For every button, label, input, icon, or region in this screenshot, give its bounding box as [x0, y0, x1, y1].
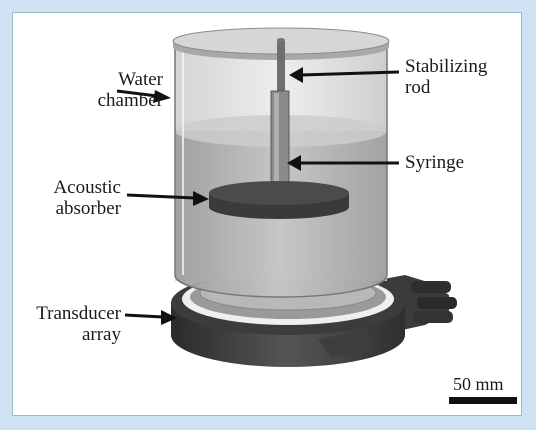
stabilizing-rod [277, 41, 285, 93]
label-transducer-array: Transducer array [36, 303, 121, 345]
label-syringe: Syringe [405, 152, 465, 173]
label-arrows [116, 67, 400, 325]
syringe [270, 90, 290, 194]
label-acoustic-absorber: Acoustic absorber [53, 177, 121, 219]
label-stabilizing-rod: Stabilizing rod [405, 56, 488, 98]
acoustic-absorber [209, 181, 349, 219]
scale-bar-label: 50 mm [453, 374, 504, 394]
device-illustration [116, 27, 517, 404]
scale-bar [449, 397, 517, 404]
figure-panel: Water chamber Stabilizing rod Syringe Ac… [12, 12, 522, 416]
label-water-chamber: Water chamber [97, 69, 163, 111]
